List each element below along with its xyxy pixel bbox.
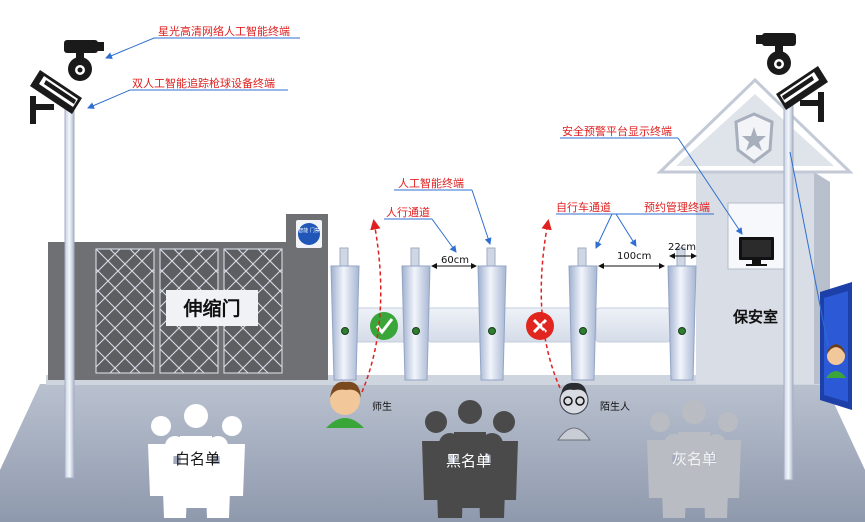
callout-pedestrian-channel: 人行通道 bbox=[386, 205, 430, 219]
back-wall-strip bbox=[46, 375, 836, 385]
whitelist-label: 白名单 bbox=[175, 450, 220, 468]
teacher-student-label: 师生 bbox=[372, 400, 392, 413]
dim-60: 60cm bbox=[441, 255, 469, 266]
graylist-crowd-icon bbox=[647, 400, 741, 518]
stranger-avatar bbox=[557, 382, 591, 441]
callout-security-platform: 安全预警平台显示终端 bbox=[562, 124, 672, 138]
callout-reservation-terminal: 预约管理终端 bbox=[644, 200, 710, 214]
guard-room-label: 保安室 bbox=[732, 308, 778, 326]
turnstile bbox=[477, 247, 507, 381]
face-icon bbox=[826, 344, 846, 378]
left-ptz-camera-icon bbox=[64, 40, 104, 81]
pedestrian-path-arrow bbox=[361, 219, 382, 393]
left-pole bbox=[64, 97, 75, 479]
retractable-gate: 智能 门禁 伸缩门 bbox=[48, 214, 328, 380]
turnstile-row bbox=[330, 247, 697, 381]
turnstile bbox=[330, 247, 360, 381]
monitor-icon bbox=[739, 237, 774, 266]
guard-room: 保安室 bbox=[656, 77, 854, 384]
whitelist-crowd-icon bbox=[148, 404, 245, 518]
allow-check-icon bbox=[370, 312, 398, 340]
turnstile bbox=[401, 247, 431, 381]
blacklist-crowd-icon bbox=[422, 400, 518, 518]
right-ptz-camera-icon bbox=[756, 33, 796, 75]
graylist-label: 灰名单 bbox=[672, 450, 717, 468]
dimension-lines bbox=[431, 253, 697, 269]
bicycle-path-arrow bbox=[540, 219, 561, 389]
gate-flaps bbox=[351, 307, 671, 343]
police-badge-icon bbox=[734, 112, 774, 164]
callout-starlight-camera: 星光高清网络人工智能终端 bbox=[158, 24, 290, 38]
callout-bicycle-channel: 自行车通道 bbox=[556, 200, 611, 214]
gate-sign-text: 智能 门禁 bbox=[298, 227, 320, 234]
teacher-student-avatar bbox=[326, 381, 364, 428]
turnstile bbox=[568, 247, 598, 381]
right-pole bbox=[783, 97, 794, 481]
deny-cross-icon bbox=[526, 312, 554, 340]
blacklist-label: 黑名单 bbox=[446, 452, 491, 470]
stranger-label: 陌生人 bbox=[600, 400, 630, 413]
wall-display bbox=[820, 282, 852, 410]
dim-22: 22cm bbox=[668, 242, 696, 253]
callout-dual-tracking: 双人工智能追踪枪球设备终端 bbox=[132, 76, 275, 90]
left-bullet-camera-icon bbox=[30, 70, 82, 124]
turnstile bbox=[667, 247, 697, 381]
callout-lines bbox=[87, 37, 829, 347]
callout-ai-terminal: 人工智能终端 bbox=[398, 176, 464, 190]
dim-100: 100cm bbox=[617, 251, 651, 262]
right-bullet-camera-icon bbox=[776, 66, 828, 122]
retractable-gate-label: 伸缩门 bbox=[182, 297, 240, 320]
